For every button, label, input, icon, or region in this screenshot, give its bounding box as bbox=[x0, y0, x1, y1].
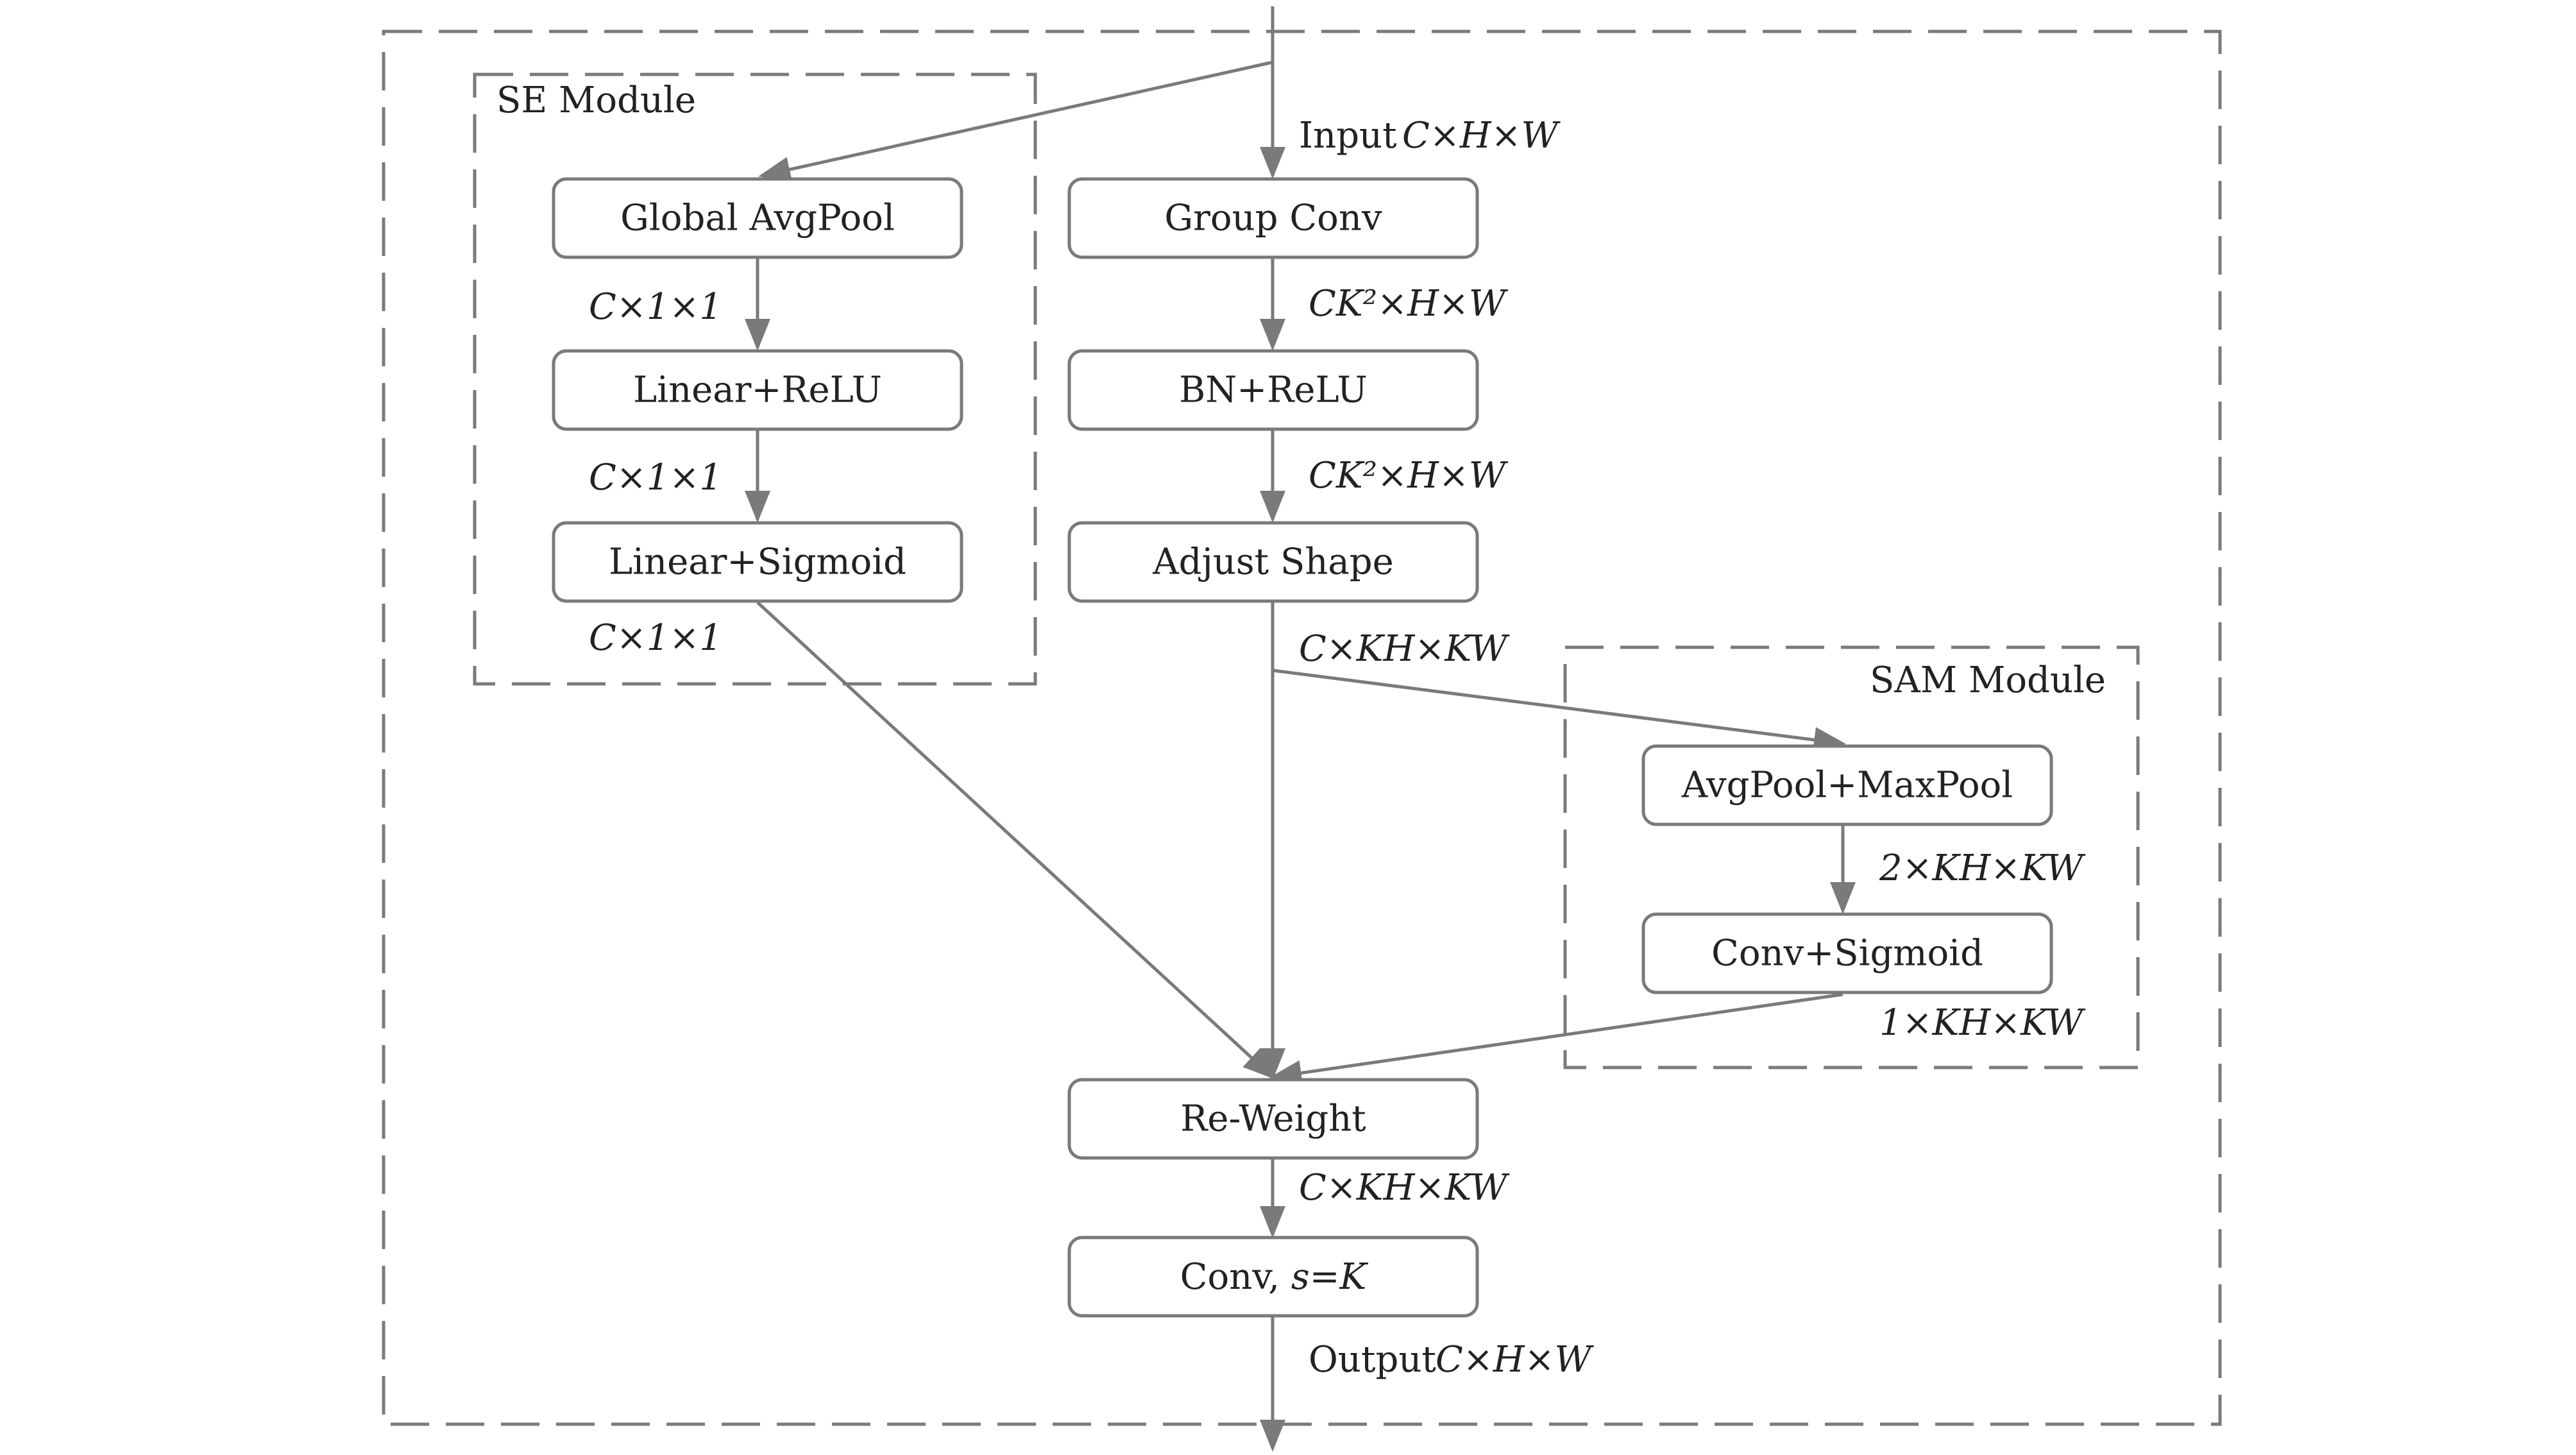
linear-sigmoid-node: Linear+Sigmoid bbox=[552, 521, 963, 603]
output-label: Output bbox=[1309, 1339, 1436, 1381]
input-to-se-arrow bbox=[758, 60, 1273, 182]
group-conv-shape-label: CK²×H×W bbox=[1309, 283, 1509, 325]
sam-module-title: SAM Module bbox=[1870, 659, 2106, 701]
adjust-shape-node: Adjust Shape bbox=[1067, 521, 1479, 603]
sam-to-reweight-arrow bbox=[1269, 992, 1843, 1086]
svg-text:BN+ReLU: BN+ReLU bbox=[1179, 370, 1368, 411]
input-shape-label: C×H×W bbox=[1402, 115, 1561, 157]
sam-pool-shape-label: 2×KH×KW bbox=[1879, 847, 2086, 889]
svg-text:Linear+Sigmoid: Linear+Sigmoid bbox=[609, 541, 906, 583]
svg-text:Adjust Shape: Adjust Shape bbox=[1152, 541, 1394, 583]
svg-text:Re-Weight: Re-Weight bbox=[1180, 1098, 1366, 1140]
svg-text:Group Conv: Group Conv bbox=[1164, 198, 1382, 239]
conv-sigmoid-node: Conv+Sigmoid bbox=[1641, 912, 2053, 994]
sam-module-frame bbox=[1563, 645, 2140, 1069]
se-module-title: SE Module bbox=[496, 80, 696, 121]
output-shape-label: C×H×W bbox=[1436, 1339, 1595, 1381]
reweight-node: Re-Weight bbox=[1067, 1078, 1479, 1160]
adjust-to-sam-arrow bbox=[1272, 668, 1846, 753]
bn-relu-node: BN+ReLU bbox=[1067, 349, 1479, 431]
outer-block-frame bbox=[382, 30, 2222, 1426]
conv-stride-math: s=K bbox=[1291, 1256, 1369, 1298]
svg-text:Conv+Sigmoid: Conv+Sigmoid bbox=[1711, 933, 1983, 974]
conv-stride-label: Conv, bbox=[1180, 1256, 1291, 1298]
conv-stride-node: Conv, s=K bbox=[1067, 1236, 1479, 1318]
se-shape-label-3: C×1×1 bbox=[589, 617, 722, 659]
group-conv-node: Group Conv bbox=[1067, 177, 1479, 259]
se-shape-label-1: C×1×1 bbox=[589, 286, 722, 328]
global-avgpool-node: Global AvgPool bbox=[552, 177, 963, 259]
avgpool-maxpool-node: AvgPool+MaxPool bbox=[1641, 744, 2053, 826]
reweight-shape-label: C×KH×KW bbox=[1299, 1167, 1510, 1209]
sam-conv-shape-label: 1×KH×KW bbox=[1879, 1002, 2086, 1044]
svg-text:Conv, s=K: Conv, s=K bbox=[1180, 1256, 1369, 1298]
se-module-frame bbox=[473, 72, 1037, 686]
svg-text:Linear+ReLU: Linear+ReLU bbox=[633, 370, 882, 411]
svg-text:AvgPool+MaxPool: AvgPool+MaxPool bbox=[1681, 765, 2013, 806]
adjust-shape-out-label: C×KH×KW bbox=[1299, 628, 1510, 670]
se-shape-label-2: C×1×1 bbox=[589, 457, 722, 498]
se-to-reweight-arrow bbox=[756, 601, 1275, 1080]
linear-relu-node: Linear+ReLU bbox=[552, 349, 963, 431]
bn-shape-label: CK²×H×W bbox=[1309, 455, 1509, 497]
input-label: Input bbox=[1299, 115, 1397, 157]
svg-text:Global AvgPool: Global AvgPool bbox=[620, 198, 895, 239]
